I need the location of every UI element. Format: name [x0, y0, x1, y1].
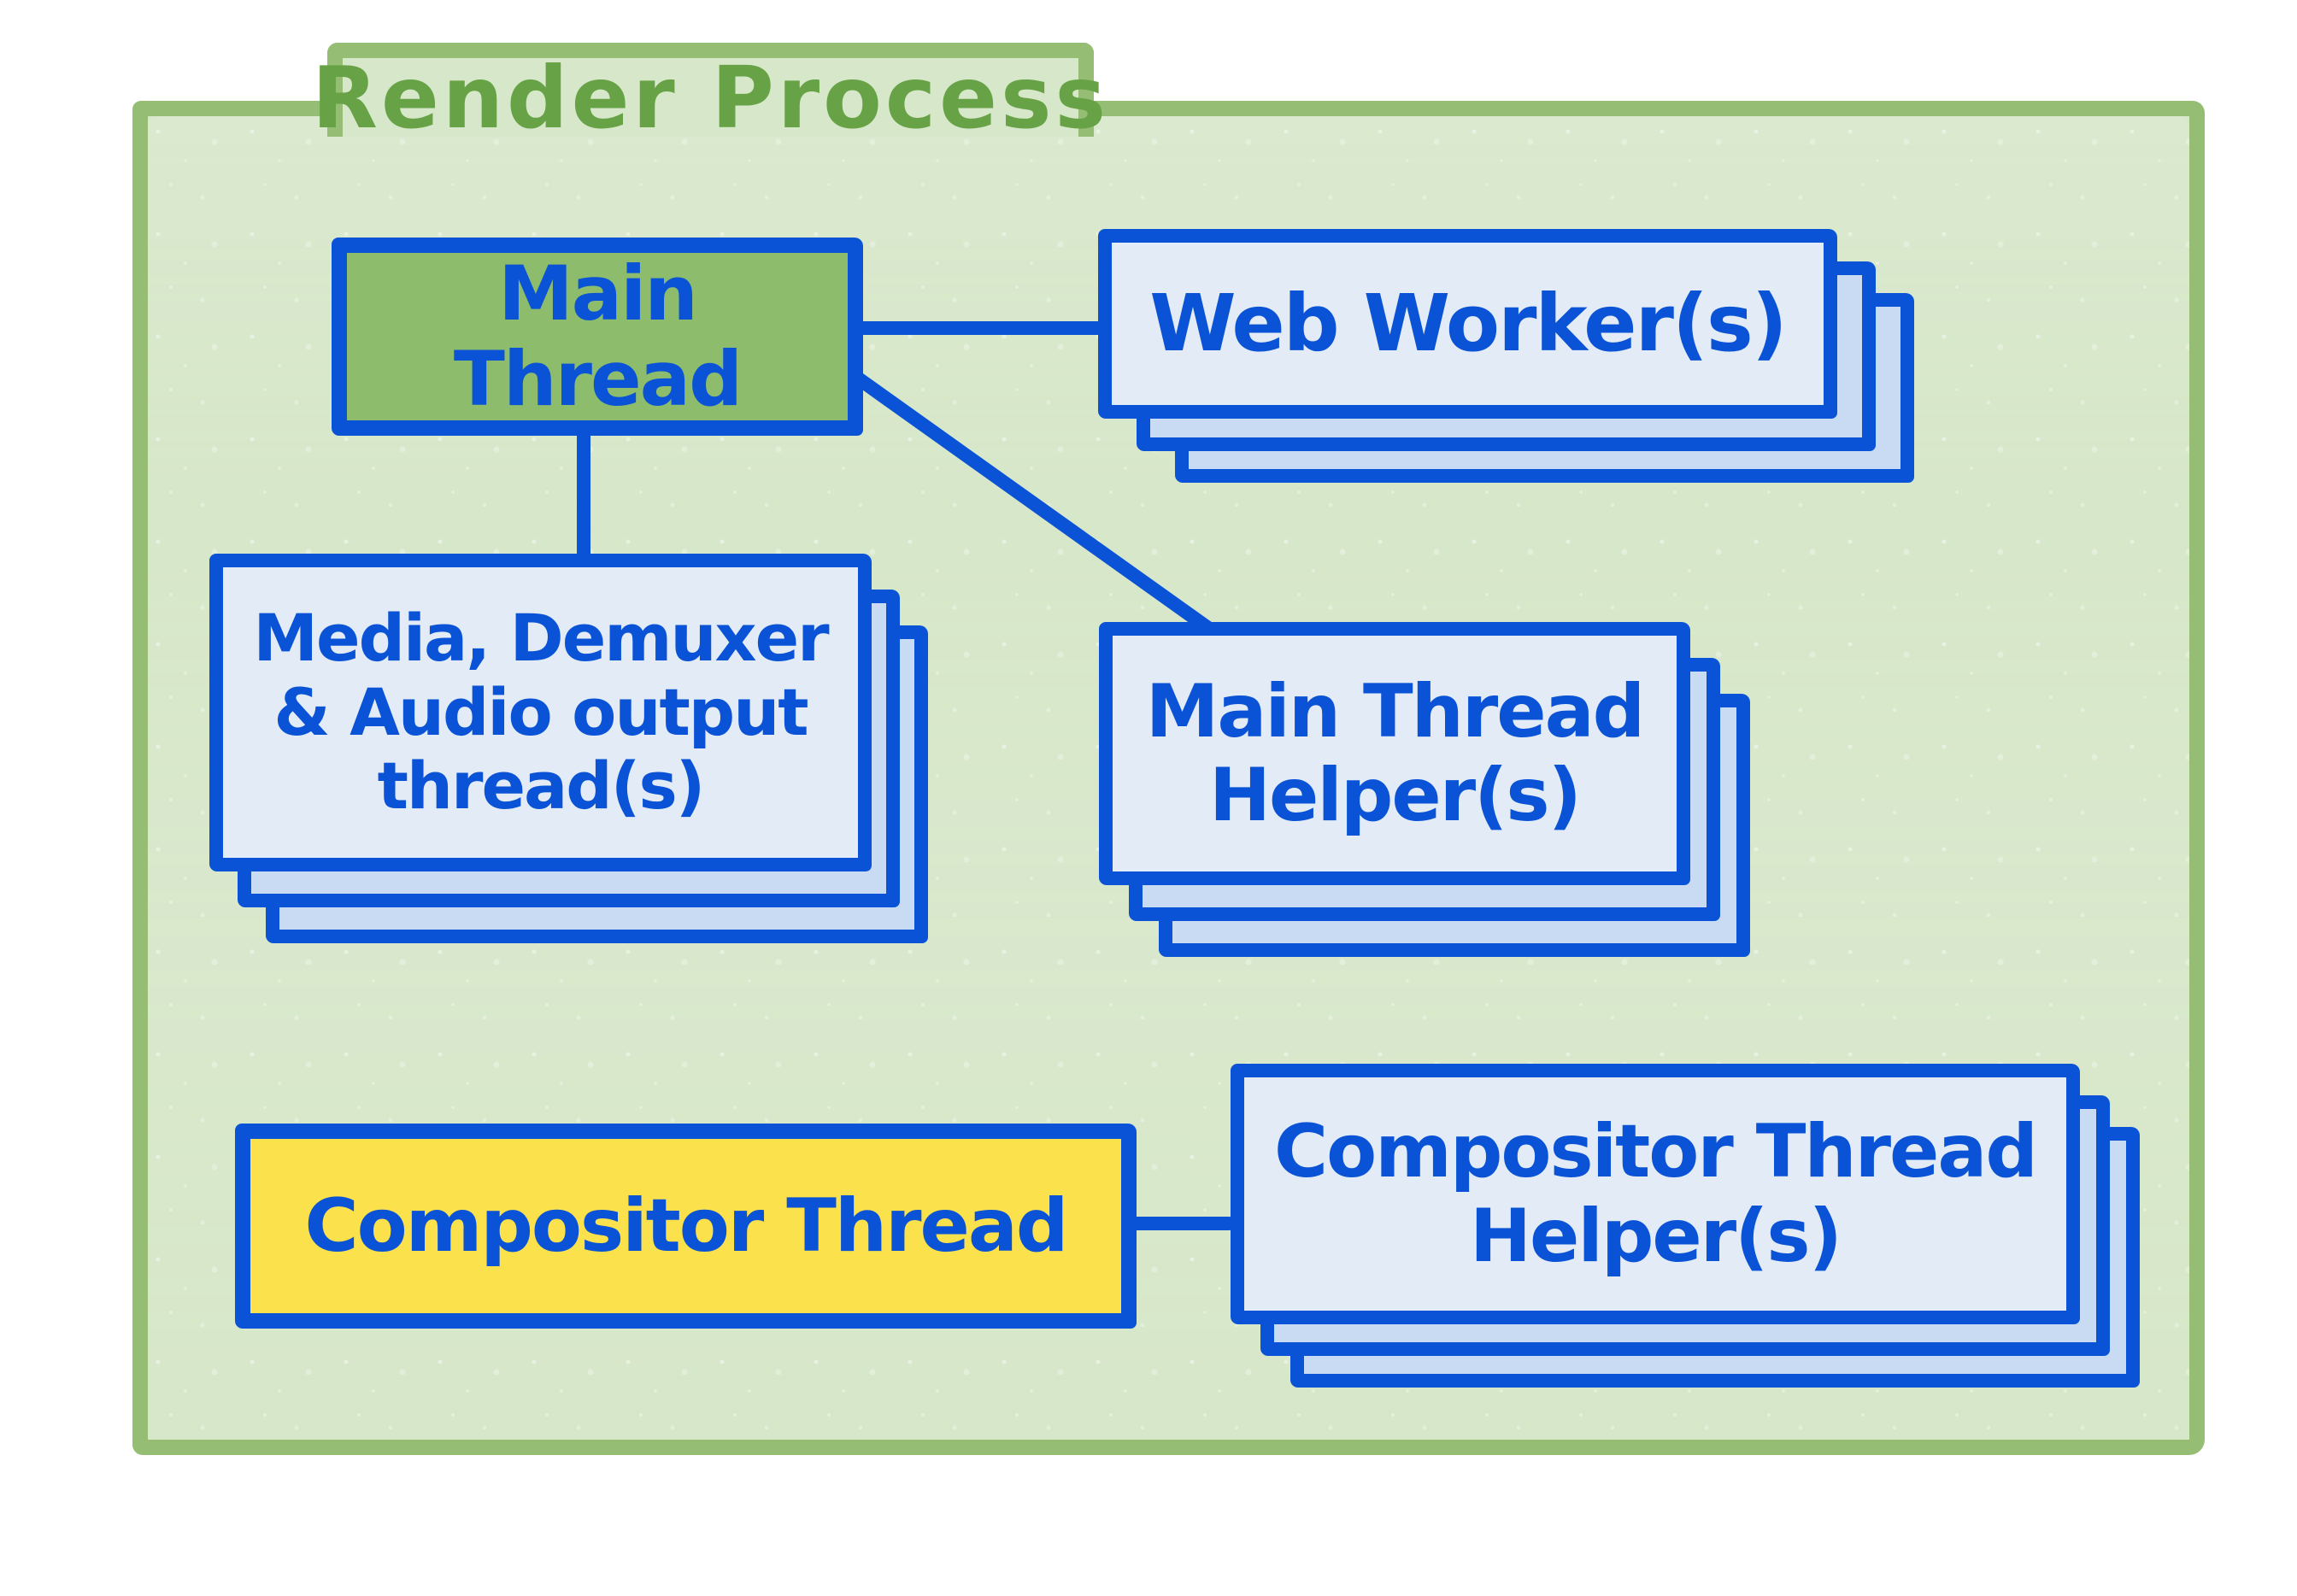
node-media-threads: Media, Demuxer & Audio output thread(s) [209, 554, 928, 943]
compositor-thread-label: Compositor Thread [304, 1182, 1069, 1269]
node-compositor-thread: Compositor Thread [235, 1124, 1137, 1329]
main-thread-helpers-label: Main Thread Helper(s) [1145, 668, 1645, 838]
edge-main-thread-to-web-workers [855, 321, 1104, 335]
diagram-title: Render Process [312, 47, 1110, 148]
web-workers-box: Web Worker(s) [1098, 229, 1837, 419]
media-threads-box: Media, Demuxer & Audio output thread(s) [209, 554, 872, 871]
compositor-thread-box: Compositor Thread [235, 1124, 1137, 1329]
node-main-thread-helpers: Main Thread Helper(s) [1099, 622, 1750, 957]
node-web-workers: Web Worker(s) [1098, 229, 1914, 483]
node-compositor-thread-helpers: Compositor Thread Helper(s) [1231, 1064, 2140, 1388]
main-thread-label: Main Thread [453, 249, 743, 423]
compositor-thread-helpers-box: Compositor Thread Helper(s) [1231, 1064, 2080, 1324]
main-thread-helpers-box: Main Thread Helper(s) [1099, 622, 1690, 885]
node-main-thread: Main Thread [332, 238, 863, 436]
media-threads-label: Media, Demuxer & Audio output thread(s) [253, 600, 829, 824]
edge-main-thread-to-media-threads [577, 427, 590, 564]
render-process-folder-tab [327, 43, 1094, 137]
web-workers-label: Web Worker(s) [1149, 277, 1788, 369]
edge-compositor-thread-to-compositor-thread-helpers [1130, 1217, 1236, 1230]
compositor-thread-helpers-label: Compositor Thread Helper(s) [1274, 1109, 2038, 1279]
main-thread-box: Main Thread [332, 238, 863, 436]
